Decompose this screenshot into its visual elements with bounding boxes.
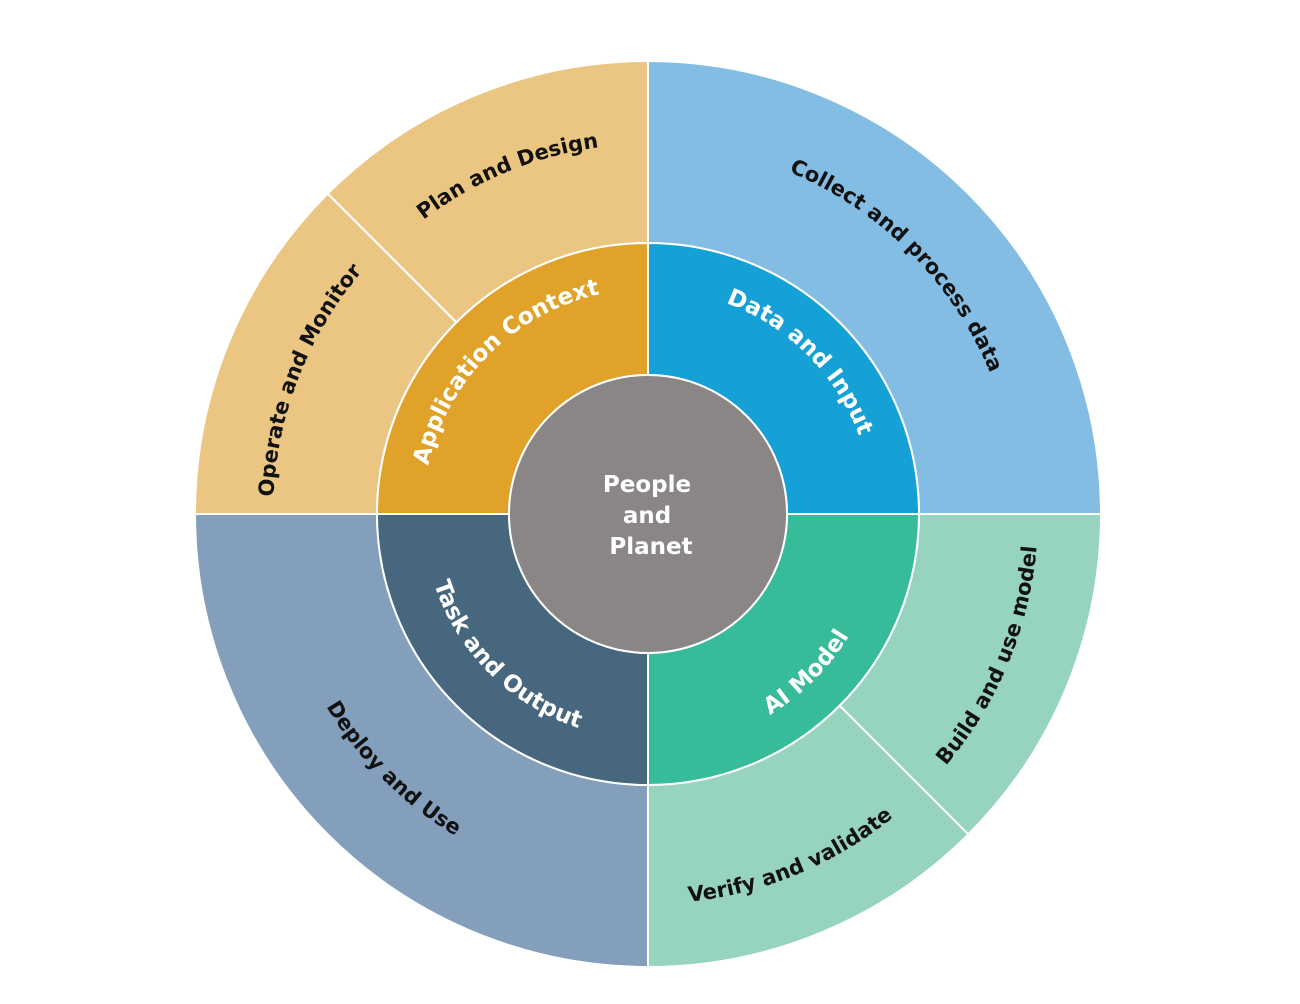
center-label-line-2: and: [623, 503, 671, 529]
center-circle: [508, 374, 788, 654]
center-label-line-3: Planet: [609, 534, 692, 560]
center-label-line-1: People: [603, 472, 691, 498]
